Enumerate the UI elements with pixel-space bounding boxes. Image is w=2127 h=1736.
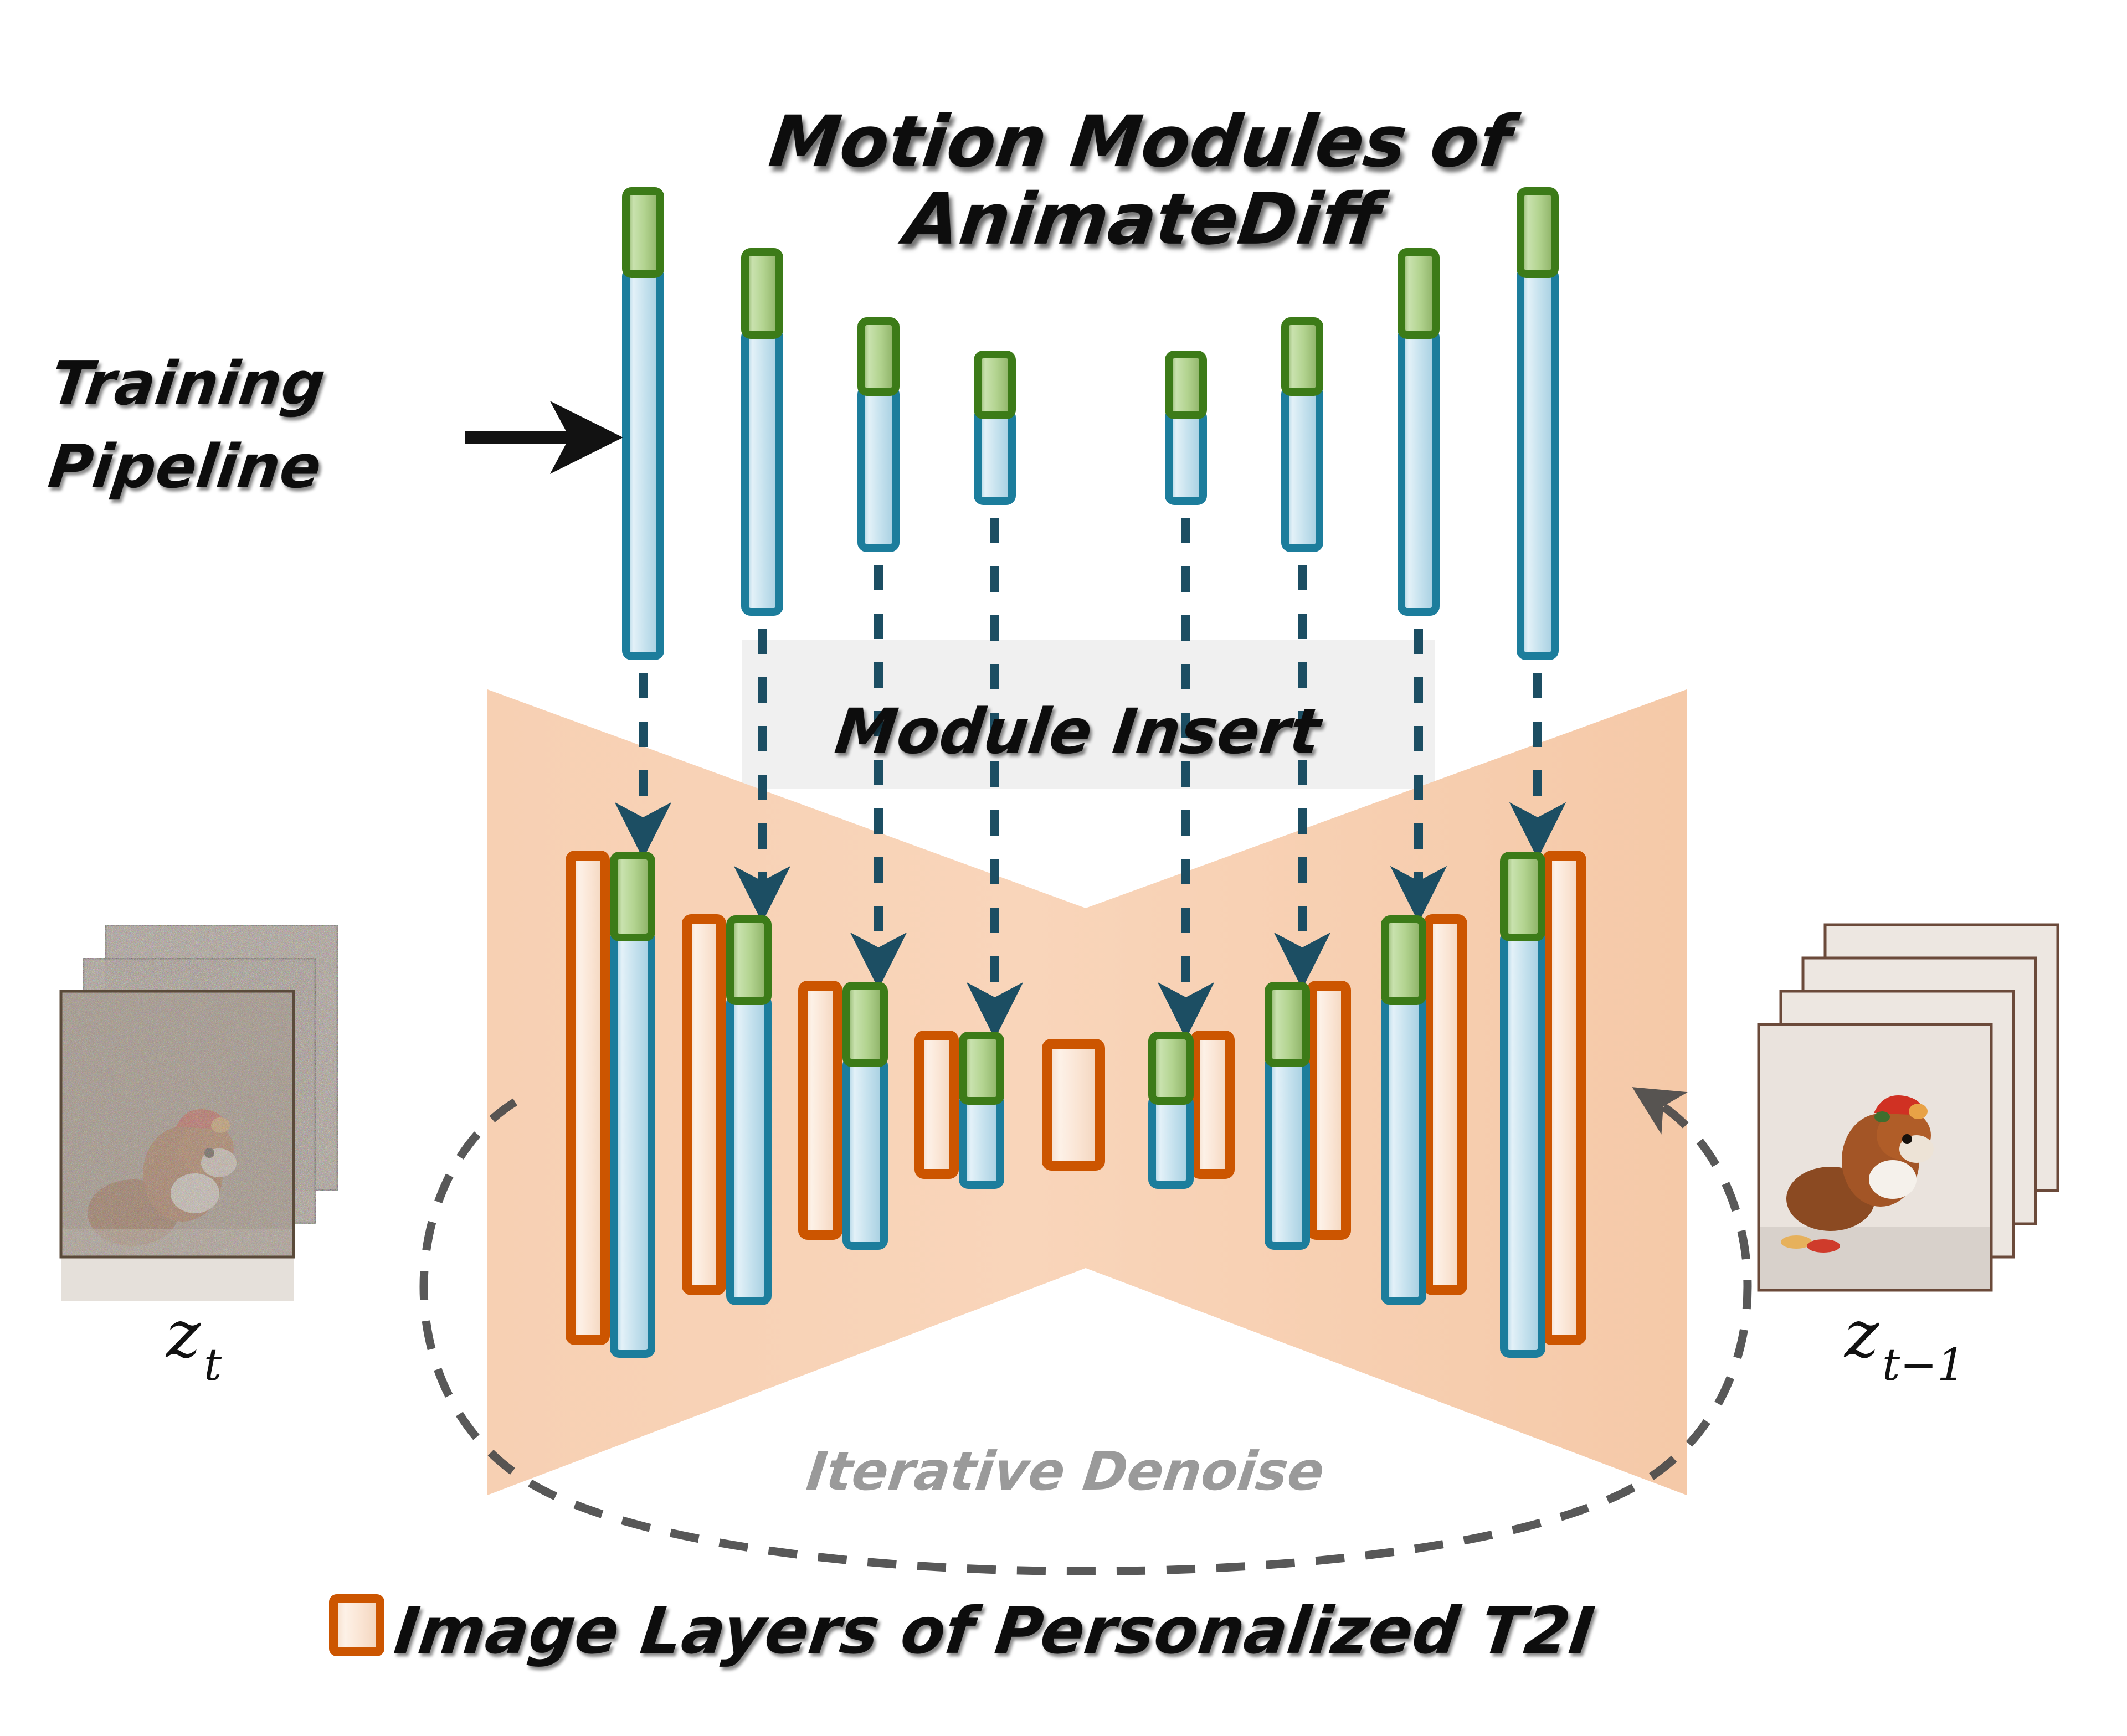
motion-module-bar-body-6 [1281, 385, 1323, 552]
unet-motion-bar-cap-6 [1148, 1032, 1194, 1105]
motion-module-bar-body-7 [1398, 328, 1440, 616]
unet-motion-bar-6 [1148, 1032, 1194, 1189]
unet-motion-bar-cap-3 [842, 982, 888, 1067]
image-layer-box-rect-4 [914, 1031, 959, 1179]
legend-swatch [329, 1594, 384, 1656]
unet-stage-3-encoder [798, 981, 888, 1250]
image-layer-box-rect-1 [566, 851, 610, 1345]
image-layer-box-1 [566, 851, 610, 1345]
image-layer-box-7 [1307, 981, 1351, 1240]
unet-motion-bar-body-6 [1148, 1094, 1194, 1189]
unet-motion-bar-cap-7 [1265, 982, 1310, 1067]
unet-stages-group [566, 851, 1586, 1358]
module-insert-arrows-group [614, 518, 1566, 1039]
unet-motion-bar-body-8 [1381, 994, 1426, 1305]
svg-text:t−1: t−1 [1882, 1339, 1965, 1390]
unet-motion-bar-cap-4 [959, 1032, 1004, 1105]
unet-motion-bar-cap-8 [1381, 915, 1426, 1005]
page-title-line1: Motion Modules of [765, 101, 1523, 183]
image-layer-box-rect-8 [1423, 914, 1467, 1295]
motion-module-bar-4 [974, 351, 1016, 505]
motion-module-bar-8 [1517, 187, 1559, 660]
image-layer-box-rect-6 [1190, 1031, 1235, 1179]
unet-motion-bar-9 [1500, 852, 1545, 1358]
unet-stage-5-bottleneck [1042, 1039, 1105, 1171]
image-layer-box-rect-7 [1307, 981, 1351, 1240]
unet-motion-bar-cap-1 [610, 852, 655, 941]
unet-stage-1-encoder [566, 851, 655, 1358]
motion-module-bar-1 [622, 187, 664, 660]
module-insert-band [742, 640, 1435, 789]
image-layer-box-9 [1542, 851, 1586, 1345]
motion-module-bar-cap-3 [857, 317, 900, 396]
unet-motion-bar-2 [726, 915, 772, 1305]
unet-motion-bar-8 [1381, 915, 1426, 1305]
motion-module-bar-7 [1398, 248, 1440, 616]
image-layer-box-5 [1042, 1039, 1105, 1171]
motion-module-bar-cap-6 [1281, 317, 1323, 396]
training-pipeline-label-line2: Pipeline [45, 431, 325, 502]
training-pipeline-label-line1: Training [47, 348, 329, 419]
svg-text:z: z [1843, 1296, 1879, 1372]
unet-stage-2-encoder [682, 914, 772, 1305]
motion-module-bar-cap-4 [974, 351, 1016, 419]
motion-module-bar-3 [857, 317, 900, 552]
iterative-denoise-loop [419, 1087, 1752, 1575]
motion-module-bar-body-2 [741, 328, 783, 616]
latent-input-stack [59, 923, 340, 1301]
image-layer-box-4 [914, 1031, 959, 1179]
unet-stage-4-encoder [914, 1031, 1004, 1189]
motion-module-bar-6 [1281, 317, 1323, 552]
image-layer-box-6 [1190, 1031, 1235, 1179]
unet-motion-bar-7 [1265, 982, 1310, 1250]
unet-stage-7-decoder [1265, 981, 1351, 1250]
motion-module-bar-cap-2 [741, 248, 783, 339]
motion-module-bar-cap-5 [1165, 351, 1207, 419]
module-insert-label: Module Insert [831, 696, 1327, 768]
page-title-line2: AnimateDiff [895, 178, 1392, 260]
motion-module-bar-body-3 [857, 385, 900, 552]
unet-motion-bar-body-2 [726, 994, 772, 1305]
latent-input-label: z t [165, 1296, 222, 1390]
svg-text:t: t [204, 1339, 222, 1390]
unet-motion-bar-4 [959, 1032, 1004, 1189]
image-layer-box-2 [682, 914, 726, 1295]
unet-stage-9-decoder [1500, 851, 1586, 1358]
image-layer-box-rect-5 [1042, 1039, 1105, 1171]
image-layer-box-rect-2 [682, 914, 726, 1295]
motion-module-bar-cap-8 [1517, 187, 1559, 278]
motion-module-bar-cap-1 [622, 187, 664, 278]
image-layer-box-3 [798, 981, 842, 1240]
unet-motion-bar-body-7 [1265, 1056, 1310, 1250]
motion-module-bar-2 [741, 248, 783, 616]
unet-motion-bar-3 [842, 982, 888, 1250]
unet-motion-bar-cap-9 [1500, 852, 1545, 941]
legend-label: Image Layers of Personalized T2I [391, 1594, 1598, 1668]
motion-module-bar-5 [1165, 351, 1207, 505]
unet-motion-bar-body-3 [842, 1056, 888, 1250]
iterative-denoise-label: Iterative Denoise [803, 1440, 1328, 1502]
image-layer-box-rect-9 [1542, 851, 1586, 1345]
image-layer-box-rect-3 [798, 981, 842, 1240]
unet-motion-bar-cap-2 [726, 915, 772, 1005]
unet-motion-bar-body-9 [1500, 930, 1545, 1358]
unet-motion-bar-body-4 [959, 1094, 1004, 1189]
motion-module-bar-body-8 [1517, 267, 1559, 660]
unet-motion-bar-1 [610, 852, 655, 1358]
unet-stage-6-decoder [1148, 1031, 1235, 1189]
motion-module-bar-body-1 [622, 267, 664, 660]
motion-module-bars-group [622, 187, 1559, 660]
motion-module-bar-body-4 [974, 408, 1016, 505]
text-layer: Motion Modules of AnimateDiff Training P… [45, 101, 1965, 1668]
unet-motion-bar-body-1 [610, 930, 655, 1358]
latent-output-stack [1757, 923, 2059, 1292]
image-layer-box-8 [1423, 914, 1467, 1295]
motion-module-bar-cap-7 [1398, 248, 1440, 339]
latent-output-label: z t−1 [1843, 1296, 1965, 1390]
motion-module-bar-body-5 [1165, 408, 1207, 505]
svg-text:z: z [165, 1296, 201, 1372]
unet-stage-8-decoder [1381, 914, 1467, 1305]
